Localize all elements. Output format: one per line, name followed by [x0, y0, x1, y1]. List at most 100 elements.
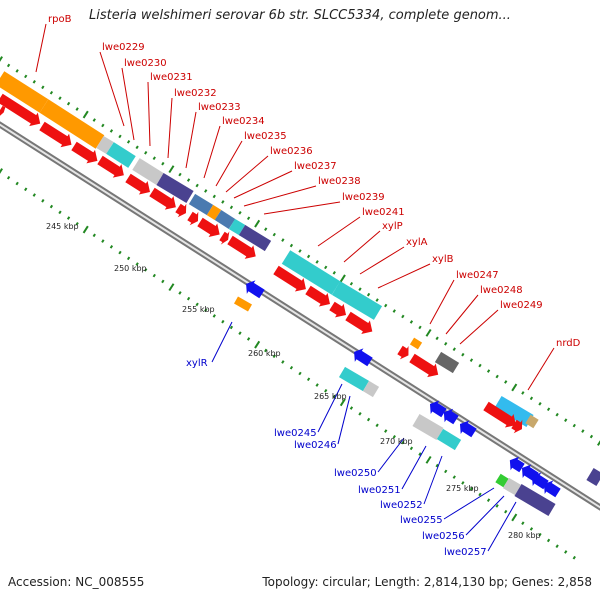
- tick-mark: [246, 337, 251, 341]
- forward-gene-arrow-shape: [305, 285, 330, 307]
- gene-labels: rpoBlwe0229lwe0230lwe0231lwe0232lwe0233l…: [48, 14, 581, 558]
- gene-feature: [525, 414, 539, 429]
- tick-mark: [418, 325, 422, 330]
- tick-mark: [444, 341, 448, 346]
- forward-gene-arrow-shape: [329, 301, 347, 318]
- forward-gene-arrow: [219, 231, 230, 245]
- reverse-gene-label: lwe0251: [358, 485, 401, 496]
- reverse-gene-label: lwe0257: [444, 547, 487, 558]
- forward-gene-arrow: [483, 401, 516, 428]
- tick-mark: [144, 268, 148, 272]
- forward-gene-label: lwe0238: [318, 176, 361, 187]
- forward-gene-arrow-shape: [125, 173, 150, 195]
- reverse-gene-arrow-shape: [246, 280, 265, 299]
- tick-mark: [339, 274, 346, 283]
- tick-mark: [109, 129, 114, 133]
- forward-gene-label: xylP: [382, 221, 403, 232]
- tick-mark: [529, 396, 534, 401]
- forward-label-leader: [225, 155, 269, 193]
- tick-mark: [101, 123, 105, 128]
- forward-gene-arrow: [305, 285, 330, 307]
- tick-mark: [15, 69, 19, 73]
- tick-mark: [486, 369, 491, 373]
- gene-feature: [156, 172, 194, 204]
- forward-gene-arrow: [149, 187, 176, 210]
- tick-mark: [6, 175, 11, 180]
- tick-mark: [75, 107, 79, 111]
- gene-feature: [106, 142, 136, 168]
- tick-mark: [168, 283, 175, 292]
- forward-label-leader: [429, 279, 455, 325]
- tick-mark: [384, 303, 388, 308]
- tick-mark: [32, 193, 36, 197]
- gene-feature: [362, 380, 380, 398]
- reverse-gene-arrow-shape: [429, 400, 447, 418]
- tick-mark: [24, 74, 28, 79]
- genome-map: rpoBlwe0229lwe0230lwe0231lwe0232lwe0233l…: [0, 14, 600, 560]
- reverse-gene-label: xylR: [186, 358, 208, 369]
- tick-marks: [0, 56, 600, 560]
- tick-mark: [195, 183, 199, 188]
- forward-label-leader: [359, 246, 405, 275]
- reverse-gene-arrow-shape: [354, 348, 373, 367]
- forward-gene-arrow-shape: [187, 211, 199, 226]
- forward-label-leader: [343, 230, 381, 263]
- forward-gene-arrow: [175, 203, 187, 218]
- tick-mark: [452, 347, 456, 352]
- tick-mark: [384, 429, 388, 433]
- forward-gene-label: lwe0230: [124, 58, 167, 69]
- map-title: Listeria welshimeri serovar 6b str. SLCC…: [89, 8, 511, 23]
- gene-feature: [494, 395, 534, 428]
- reverse-label-leader: [401, 445, 427, 490]
- forward-gene-arrow: [397, 345, 409, 360]
- scale-label: 265 kbp: [314, 392, 347, 401]
- forward-label-leader: [233, 170, 293, 199]
- tick-mark: [195, 302, 199, 307]
- tick-mark: [126, 140, 131, 144]
- gene-feature: [214, 209, 236, 230]
- forward-gene-arrow-shape: [345, 311, 373, 334]
- reverse-label-leader: [377, 437, 405, 473]
- tick-mark: [289, 365, 294, 370]
- tick-mark: [0, 56, 3, 64]
- tick-mark: [306, 254, 311, 259]
- forward-label-leader: [203, 125, 221, 179]
- tick-mark: [478, 492, 482, 497]
- tick-mark: [32, 80, 36, 84]
- tick-mark: [178, 291, 182, 295]
- forward-gene-arrow: [227, 235, 256, 259]
- tick-mark: [546, 538, 551, 543]
- tick-mark: [49, 204, 54, 209]
- tick-mark: [238, 331, 242, 336]
- forward-gene-label: lwe0249: [500, 300, 543, 311]
- tick-mark: [538, 401, 542, 406]
- tick-mark: [332, 394, 336, 399]
- tick-mark: [555, 544, 559, 549]
- tick-mark: [186, 296, 191, 301]
- tick-mark: [178, 172, 182, 177]
- reverse-gene-label: lwe0252: [380, 500, 423, 511]
- tick-mark: [272, 354, 276, 359]
- tick-mark: [41, 85, 45, 90]
- tick-mark: [324, 388, 328, 393]
- tick-mark: [375, 423, 379, 428]
- tick-mark: [82, 225, 89, 234]
- forward-gene-arrow-shape: [483, 401, 516, 428]
- forward-label-leader: [99, 51, 125, 127]
- forward-gene-arrow-shape: [0, 104, 7, 118]
- gene-feature: [39, 99, 105, 149]
- tick-mark: [401, 314, 405, 319]
- gene-feature: [409, 337, 423, 350]
- reverse-gene-arrow: [354, 348, 373, 367]
- tick-mark: [401, 440, 405, 445]
- tick-mark: [315, 260, 319, 264]
- reverse-label-leader: [487, 501, 517, 552]
- gene-feature: [228, 218, 246, 236]
- tick-mark: [82, 110, 89, 119]
- reverse-gene-arrow: [543, 480, 561, 498]
- tick-mark: [264, 227, 268, 231]
- tick-mark: [529, 527, 534, 531]
- accession-text: Accession: NC_008555: [8, 575, 145, 589]
- tick-mark: [246, 216, 251, 221]
- tick-mark: [264, 348, 268, 353]
